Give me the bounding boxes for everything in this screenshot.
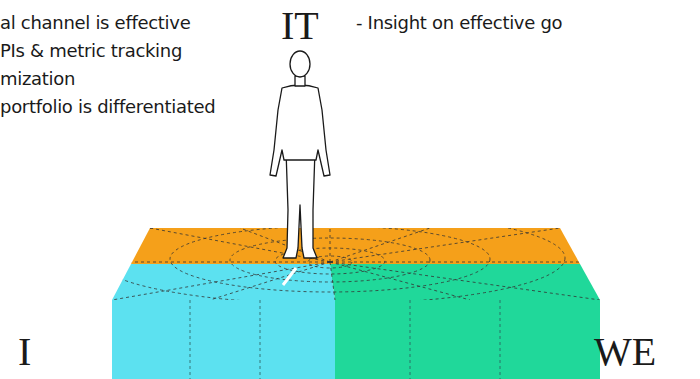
front-face-left xyxy=(112,300,335,379)
note-line: PIs & metric tracking xyxy=(0,42,182,60)
note-line: - Insight on effective go xyxy=(356,14,562,32)
top-orange xyxy=(131,228,580,264)
note-line: portfolio is differentiated xyxy=(0,98,215,116)
front-face-right xyxy=(335,300,600,379)
pointer-mark xyxy=(283,268,296,285)
funnel-grid xyxy=(95,212,600,304)
top-cyan xyxy=(112,264,335,300)
quadrant-label: WE xyxy=(594,332,656,372)
note-line: mization xyxy=(0,70,75,88)
quadrant-label: IT xyxy=(281,6,319,46)
front-grid xyxy=(190,300,500,379)
quadrant-label: I xyxy=(18,332,31,372)
person-figure xyxy=(270,51,330,258)
note-line: al channel is effective xyxy=(0,14,190,32)
top-green xyxy=(330,264,600,300)
